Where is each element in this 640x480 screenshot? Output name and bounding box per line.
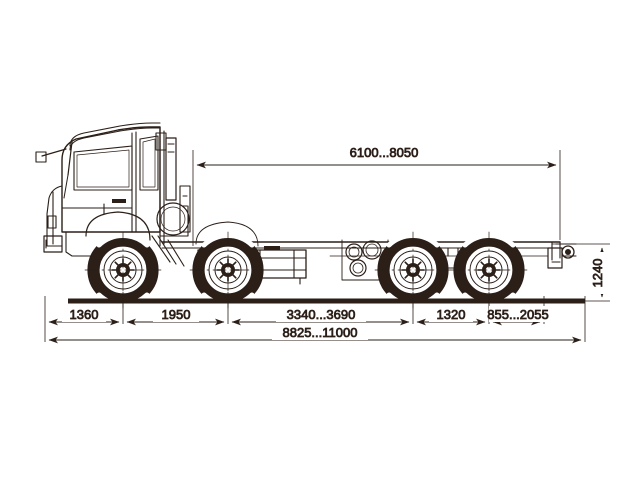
dimension-rear-overhang: 855...2055 — [487, 306, 549, 326]
fourth-wheel — [450, 231, 528, 309]
air-filter — [156, 202, 190, 236]
dimension-front-axle-to-second-axle: 1950 — [126, 306, 225, 326]
dimension-label-chain-1: 1950 — [162, 307, 191, 322]
dimension-rear-tandem-spread: 1320 — [416, 306, 486, 326]
dimension-front-overhang: 1360 — [48, 306, 120, 326]
dimension-label-overall: 8825...11000 — [283, 325, 358, 340]
exhaust-stack — [165, 137, 177, 201]
dimension-label-chain-2: 3340...3690 — [287, 307, 356, 322]
second-wheel — [189, 231, 267, 309]
dimension-label-vertical: 1240 — [590, 259, 605, 288]
front-wheel — [84, 231, 162, 309]
dimension-label-chain-0: 1360 — [70, 307, 99, 322]
dimension-rear-frame-usable-length: 6100...8050 — [192, 144, 561, 246]
dimension-second-axle-to-third-axle: 3340...3690 — [231, 306, 410, 326]
dimension-label-top: 6100...8050 — [350, 145, 419, 160]
dimension-annotations-group: 6100...8050 1240 1360 — [44, 144, 611, 344]
vehicle-outline-group — [35, 122, 585, 309]
fenders — [85, 211, 259, 247]
dimension-label-chain-4: 855...2055 — [487, 307, 548, 322]
dimension-label-chain-3: 1320 — [437, 307, 466, 322]
dimension-overall-length: 8825...11000 — [48, 324, 582, 344]
behind-cab-equipment — [139, 132, 191, 269]
dimension-frame-height: 1240 — [552, 243, 611, 302]
